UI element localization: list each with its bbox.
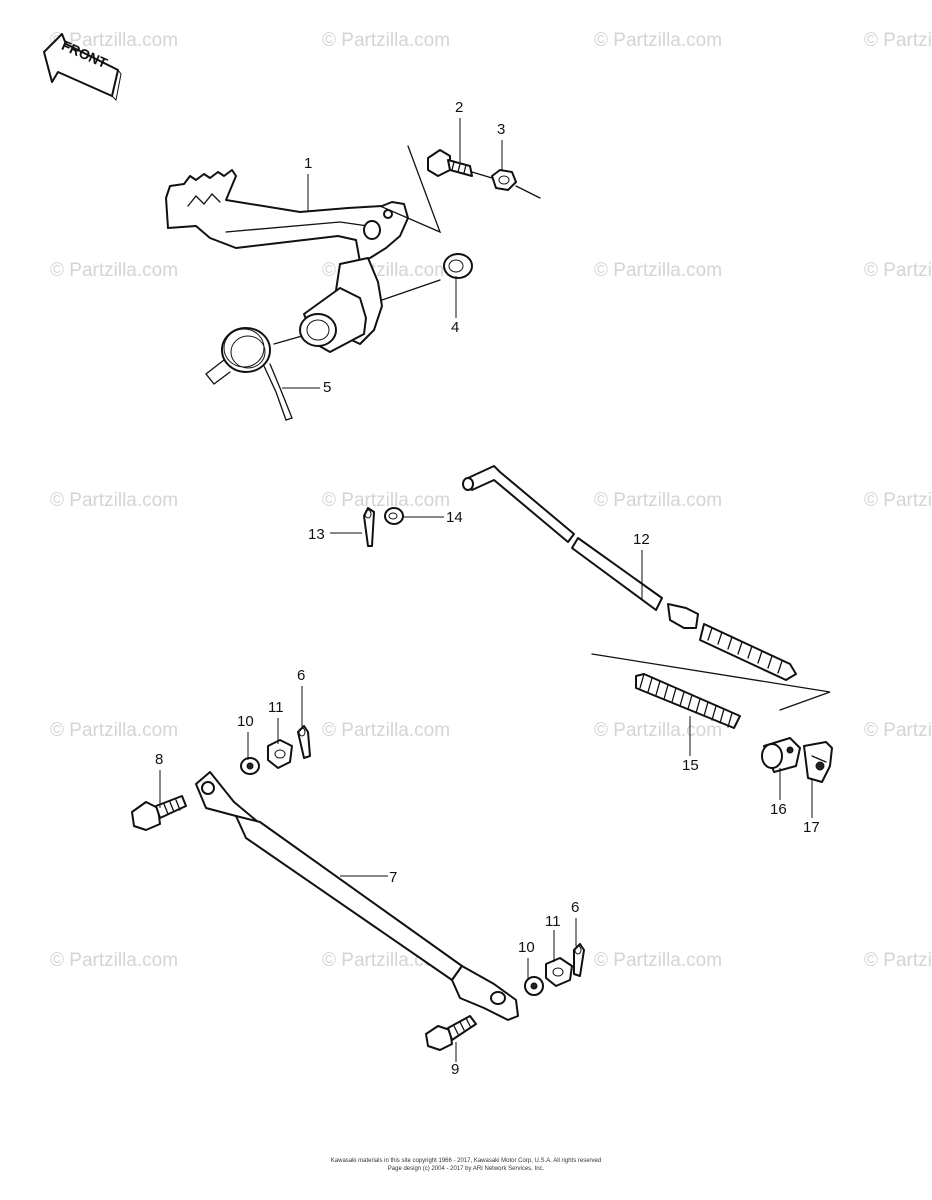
brake-rod-12 bbox=[462, 465, 797, 681]
callout-11-lower[interactable]: 11 bbox=[545, 913, 561, 930]
bolt-8 bbox=[131, 795, 187, 831]
brake-spring-15 bbox=[635, 673, 741, 729]
nut-3 bbox=[491, 169, 541, 199]
washer-4 bbox=[443, 253, 473, 279]
callout-6-upper[interactable]: 6 bbox=[297, 667, 306, 684]
trunnion-16 bbox=[761, 737, 801, 773]
copyright-line-1: Kawasaki materials in this site copyrigh… bbox=[330, 1158, 602, 1164]
nut-11-upper bbox=[267, 739, 293, 769]
washer-10-lower bbox=[524, 976, 544, 996]
leader-bracket bbox=[591, 653, 831, 711]
callout-10-upper[interactable]: 10 bbox=[237, 713, 254, 730]
return-spring-5 bbox=[205, 327, 293, 421]
washer-10-upper bbox=[240, 757, 260, 775]
callout-7[interactable]: 7 bbox=[389, 869, 398, 886]
callout-14[interactable]: 14 bbox=[446, 509, 463, 526]
callout-17[interactable]: 17 bbox=[803, 819, 820, 836]
leader-bracket bbox=[379, 145, 442, 234]
callout-11-upper[interactable]: 11 bbox=[268, 699, 284, 716]
callout-4[interactable]: 4 bbox=[451, 319, 460, 336]
cotter-pin-6-upper bbox=[297, 725, 311, 759]
callout-8[interactable]: 8 bbox=[155, 751, 164, 768]
callout-16[interactable]: 16 bbox=[770, 801, 787, 818]
cotter-pin-6-lower bbox=[573, 943, 585, 977]
bolt-9 bbox=[425, 1015, 477, 1051]
nut-11-lower bbox=[545, 957, 573, 987]
front-arrow-icon: FRONT bbox=[43, 33, 122, 102]
callout-9[interactable]: 9 bbox=[451, 1061, 460, 1078]
bolt-2 bbox=[427, 149, 493, 179]
callout-15[interactable]: 15 bbox=[682, 757, 699, 774]
callout-2[interactable]: 2 bbox=[455, 99, 464, 116]
brake-link-rod-7 bbox=[195, 771, 519, 1021]
callout-3[interactable]: 3 bbox=[497, 121, 506, 138]
leader-lines bbox=[159, 118, 813, 1062]
callout-5[interactable]: 5 bbox=[323, 379, 332, 396]
brake-pedal bbox=[165, 169, 441, 353]
copyright-line-2: Page design (c) 2004 - 2017 by ARI Netwo… bbox=[387, 1166, 545, 1172]
cotter-pin-13 bbox=[363, 507, 375, 547]
washer-14 bbox=[384, 507, 404, 525]
callout-1[interactable]: 1 bbox=[304, 155, 313, 172]
callout-13[interactable]: 13 bbox=[308, 526, 325, 543]
callout-12[interactable]: 12 bbox=[633, 531, 650, 548]
copyright-notice: Kawasaki materials in this site copyrigh… bbox=[0, 1157, 932, 1173]
adjusting-nut-17 bbox=[803, 741, 833, 783]
callout-10-lower[interactable]: 10 bbox=[518, 939, 535, 956]
callout-6-lower[interactable]: 6 bbox=[571, 899, 580, 916]
